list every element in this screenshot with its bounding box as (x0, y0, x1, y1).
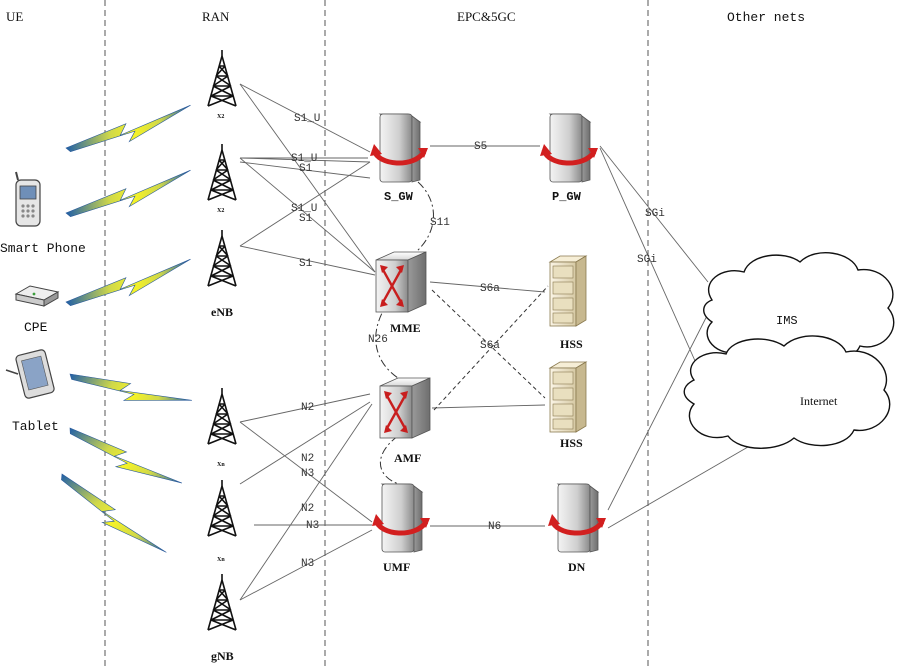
x2-label-2: X2 (217, 208, 224, 214)
radio-link-bolt-1 (63, 104, 194, 153)
pgw-label: P_GW (552, 190, 582, 204)
hss-server-2-icon (549, 361, 587, 433)
hss-server-1-icon (549, 255, 587, 327)
link-label-n2-3: N2 (301, 503, 314, 515)
link-label-s6a-1: S6a (480, 283, 500, 295)
enb-tower-1-icon (207, 49, 237, 107)
link-label-s1-3: S1 (299, 213, 313, 225)
internet-label: Internet (800, 394, 838, 408)
pgw-server-icon (540, 114, 598, 182)
dn-server-icon (548, 484, 606, 552)
link-lines (239, 83, 761, 601)
xn-label-2: Xn (217, 557, 225, 563)
hss-label-2: HSS (560, 436, 583, 450)
umf-server-icon (372, 484, 430, 552)
x2-label-1: X2 (217, 114, 224, 120)
link-label-s1u-1: S1_U (294, 113, 320, 125)
tablet-icon (5, 349, 55, 399)
gnb-tower-2-icon (207, 479, 237, 537)
link-label-s1-4: S1 (299, 258, 313, 270)
link-label-s1u-2: S1_U (291, 153, 317, 165)
sgw-label: S_GW (384, 190, 414, 204)
enb-label: eNB (211, 305, 233, 319)
link-label-s11: S11 (430, 217, 450, 229)
column-title-ue: UE (6, 9, 23, 24)
dashed-links (431, 285, 549, 411)
link-label-sgi-1: SGi (645, 208, 665, 220)
gnb-tower-1-icon (207, 387, 237, 445)
link-label-s1-2: S1 (299, 163, 313, 175)
amf-router-icon (378, 376, 432, 440)
column-title-other: Other nets (727, 10, 805, 25)
sgw-server-icon (370, 114, 428, 182)
column-title-core: EPC&5GC (457, 9, 516, 24)
gnb-label: gNB (211, 649, 234, 663)
amf-label: AMF (394, 451, 421, 465)
link-label-n2-2: N2 (301, 453, 314, 465)
link-label-sgi-2: SGi (637, 254, 657, 266)
smart-phone-label: Smart Phone (0, 241, 86, 256)
hss-label-1: HSS (560, 337, 583, 351)
dash-dot-links (375, 181, 434, 486)
gnb-tower-3-icon (207, 573, 237, 631)
cpe-icon (14, 285, 60, 307)
enb-tower-2-icon (207, 143, 237, 201)
link-label-n6: N6 (488, 521, 501, 533)
link-label-s5: S5 (474, 141, 487, 153)
cpe-label: CPE (24, 320, 48, 335)
link-label-n3-2: N3 (306, 520, 319, 532)
radio-link-bolt-3 (63, 258, 194, 307)
link-label-n3-3: N3 (301, 558, 314, 570)
link-label-s6a-2: S6a (480, 340, 500, 352)
mme-router-icon (374, 250, 428, 314)
umf-label: UMF (383, 560, 410, 574)
internet-cloud (683, 335, 891, 449)
link-label-n26: N26 (368, 334, 388, 346)
smart-phone-icon (15, 171, 41, 227)
ims-label: IMS (776, 314, 798, 328)
enb-tower-3-icon (207, 229, 237, 287)
mme-label: MME (390, 321, 421, 335)
link-label-s1u-3: S1_U (291, 203, 317, 215)
xn-label-1: Xn (217, 462, 225, 468)
radio-link-bolt-2 (63, 169, 194, 218)
link-label-n2-1: N2 (301, 402, 314, 414)
column-title-ran: RAN (202, 9, 230, 24)
dn-label: DN (568, 560, 586, 574)
radio-links (58, 104, 194, 577)
radio-link-bolt-4 (67, 343, 193, 435)
ims-cloud (703, 252, 895, 365)
link-label-n3-1: N3 (301, 468, 314, 480)
tablet-label: Tablet (12, 419, 59, 434)
link-labels: S1_U S1_U S1 S1_U S1 S1 S5 S11 S6a S6a N… (291, 113, 665, 570)
